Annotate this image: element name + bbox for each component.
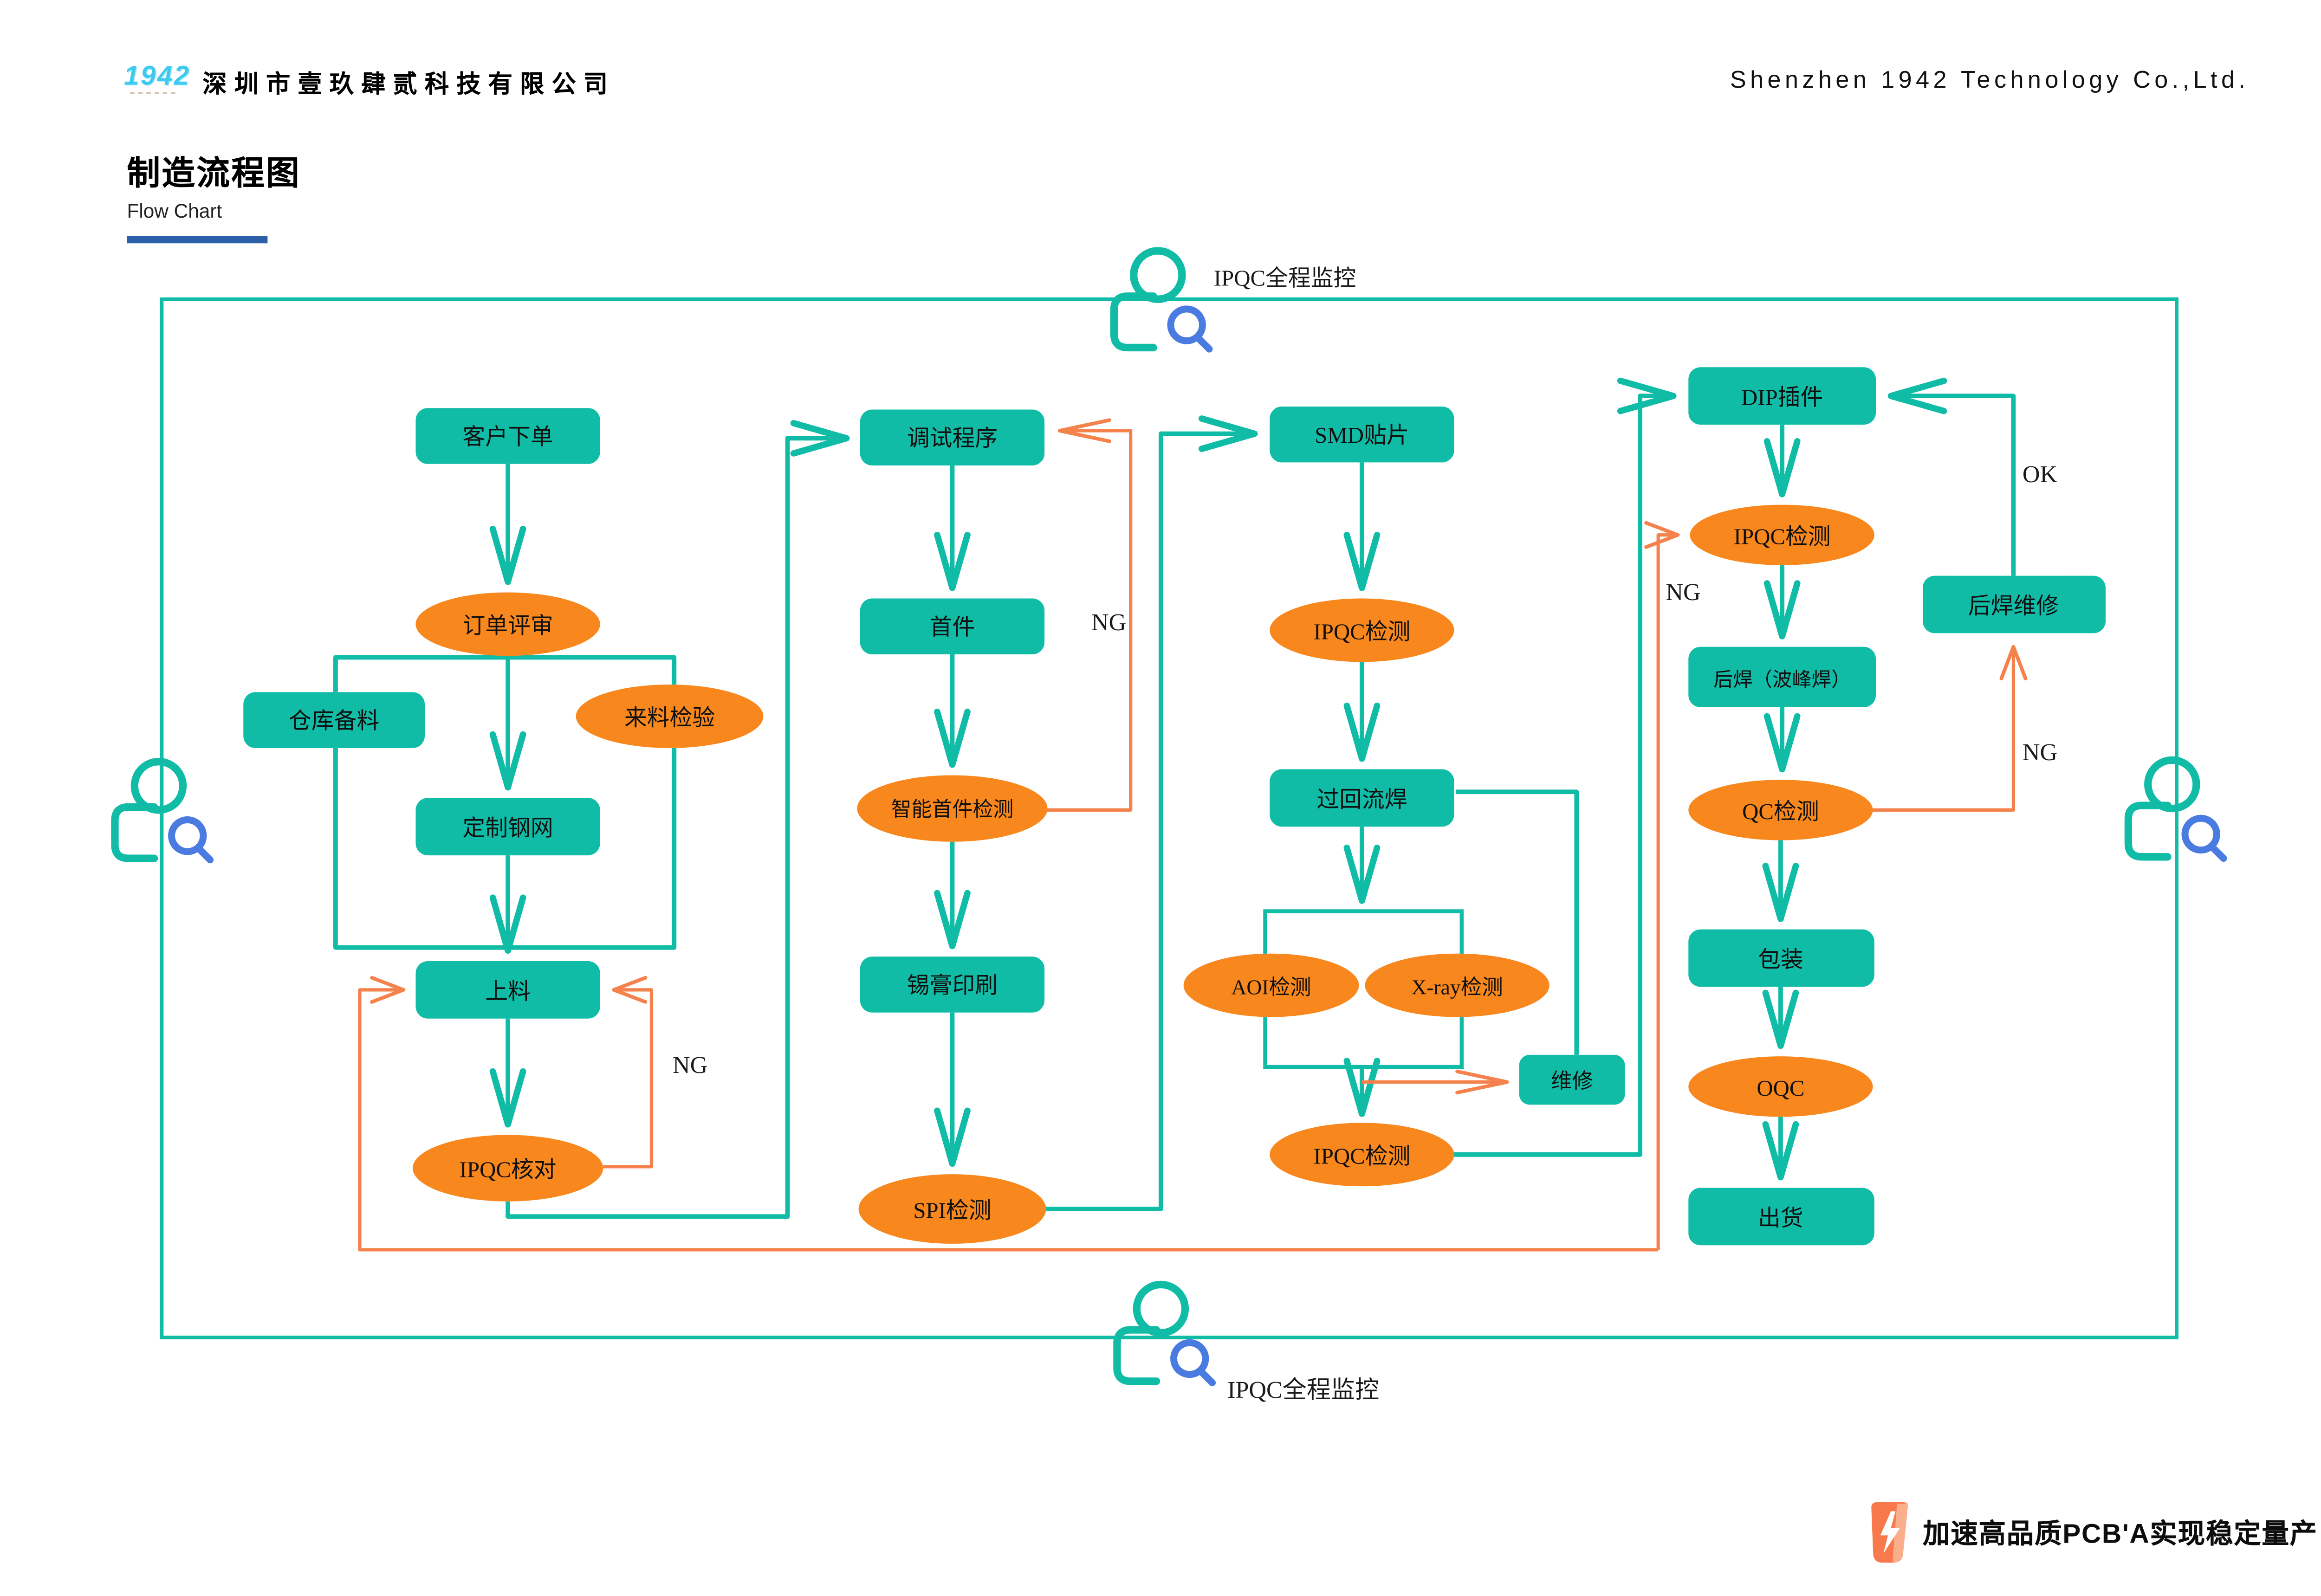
svg-text:SMD贴片: SMD贴片 bbox=[1315, 422, 1409, 448]
node-aoi: AOI检测 bbox=[1183, 953, 1359, 1017]
svg-text:X-ray检测: X-ray检测 bbox=[1411, 976, 1503, 999]
label-ng-first-article: NG bbox=[1091, 609, 1126, 636]
node-first-article: 首件 bbox=[860, 598, 1045, 654]
svg-text:IPQC检测: IPQC检测 bbox=[1313, 619, 1410, 644]
node-loading: 上料 bbox=[415, 961, 600, 1019]
svg-text:客户下单: 客户下单 bbox=[462, 424, 553, 449]
svg-text:DIP插件: DIP插件 bbox=[1741, 385, 1823, 410]
edge-ng-long-ipqcdip bbox=[1644, 521, 1680, 1250]
node-wave-solder: 后焊（波峰焊） bbox=[1688, 646, 1876, 707]
svg-text:首件: 首件 bbox=[930, 614, 975, 640]
logo-1942: 1942 bbox=[124, 60, 191, 91]
bolt-badge-icon bbox=[1871, 1502, 1909, 1563]
svg-text:智能首件检测: 智能首件检测 bbox=[891, 798, 1014, 821]
node-ipqc-verify: IPQC核对 bbox=[412, 1135, 603, 1202]
node-ipqc-dip: IPQC检测 bbox=[1690, 504, 1874, 565]
ipqc-person-magnifier-icon-bottom bbox=[1117, 1285, 1212, 1383]
node-spi: SPI检测 bbox=[858, 1174, 1046, 1244]
svg-text:OQC: OQC bbox=[1757, 1075, 1804, 1101]
svg-text:上料: 上料 bbox=[485, 978, 531, 1004]
title-underline bbox=[127, 235, 268, 244]
footer-slogan: 加速高品质PCB'A实现稳定量产 bbox=[1923, 1518, 2318, 1549]
svg-text:后焊维修: 后焊维修 bbox=[1968, 593, 2059, 619]
svg-text:包装: 包装 bbox=[1758, 947, 1803, 972]
node-program-debug: 调试程序 bbox=[860, 409, 1045, 465]
svg-text:锡膏印刷: 锡膏印刷 bbox=[907, 972, 998, 998]
edge-repair-reflow bbox=[1455, 789, 1579, 1055]
node-shipping: 出货 bbox=[1688, 1188, 1874, 1246]
node-post-weld-repair: 后焊维修 bbox=[1923, 575, 2106, 633]
edge-ng-qc-rework bbox=[1873, 645, 2028, 812]
label-ng-dip: NG bbox=[1666, 579, 1700, 606]
teal-edges bbox=[333, 377, 2016, 1219]
page-subtitle: Flow Chart bbox=[127, 199, 222, 222]
node-incoming-inspection: 来料检验 bbox=[576, 685, 764, 748]
node-ipqc-post-reflow: IPQC检测 bbox=[1270, 1123, 1454, 1187]
svg-text:出货: 出货 bbox=[1758, 1205, 1803, 1231]
company-name-en: Shenzhen 1942 Technology Co.,Ltd. bbox=[1730, 68, 2250, 94]
node-oqc: OQC bbox=[1688, 1056, 1873, 1117]
orange-edges bbox=[358, 418, 2028, 1252]
node-smd: SMD贴片 bbox=[1270, 406, 1454, 463]
node-warehouse-prep: 仓库备料 bbox=[243, 692, 425, 748]
ipqc-monitor-label-bottom: IPQC全程监控 bbox=[1227, 1377, 1379, 1403]
svg-text:过回流焊: 过回流焊 bbox=[1316, 787, 1407, 812]
company-name-cn: 深圳市壹玖肆贰科技有限公司 bbox=[202, 72, 616, 98]
edge-ipqcverify-debug bbox=[506, 420, 850, 1219]
node-order-review: 订单评审 bbox=[415, 592, 600, 656]
svg-text:调试程序: 调试程序 bbox=[907, 426, 998, 451]
edge-ng-ipqcverify-loading bbox=[603, 976, 654, 1169]
node-solder-paste-printing: 锡膏印刷 bbox=[860, 956, 1045, 1013]
label-ng-loading-loop: NG bbox=[673, 1052, 707, 1079]
node-reflow: 过回流焊 bbox=[1270, 769, 1454, 827]
node-customer-order: 客户下单 bbox=[415, 408, 600, 464]
edge-spi-smd bbox=[1046, 415, 1258, 1211]
node-smart-first-article: 智能首件检测 bbox=[857, 775, 1048, 842]
node-ipqc-smd: IPQC检测 bbox=[1270, 598, 1454, 662]
svg-text:后焊（波峰焊）: 后焊（波峰焊） bbox=[1713, 669, 1851, 691]
edge-review-split bbox=[333, 655, 677, 692]
node-qc: QC检测 bbox=[1688, 780, 1873, 840]
svg-text:来料检验: 来料检验 bbox=[624, 705, 715, 730]
node-dip: DIP插件 bbox=[1688, 367, 1876, 425]
svg-text:AOI检测: AOI检测 bbox=[1231, 976, 1311, 999]
svg-text:IPQC检测: IPQC检测 bbox=[1313, 1143, 1410, 1169]
logo-tagline-divider bbox=[130, 92, 175, 94]
svg-text:IPQC检测: IPQC检测 bbox=[1734, 523, 1831, 549]
node-xray: X-ray检测 bbox=[1365, 953, 1549, 1017]
svg-text:IPQC核对: IPQC核对 bbox=[460, 1157, 557, 1182]
svg-text:QC检测: QC检测 bbox=[1742, 799, 1819, 824]
svg-text:仓库备料: 仓库备料 bbox=[289, 708, 379, 734]
edge-ng-long-loading bbox=[358, 976, 1659, 1252]
node-packing: 包装 bbox=[1688, 929, 1874, 987]
ipqc-monitor-label-top: IPQC全程监控 bbox=[1214, 265, 1356, 291]
footer: 加速高品质PCB'A实现稳定量产 bbox=[1871, 1502, 2318, 1563]
edge-rework-dip-ok bbox=[1887, 377, 2016, 576]
edge-ng-smartcheck-debug bbox=[1046, 418, 1133, 812]
page-title: 制造流程图 bbox=[127, 154, 301, 192]
svg-text:SPI检测: SPI检测 bbox=[913, 1198, 991, 1223]
svg-text:维修: 维修 bbox=[1551, 1069, 1593, 1093]
edge-ipqc-dip bbox=[1454, 377, 1677, 1157]
node-custom-stencil: 定制钢网 bbox=[415, 798, 600, 856]
node-repair: 维修 bbox=[1519, 1054, 1625, 1105]
label-ok-rework: OK bbox=[2023, 461, 2058, 488]
svg-text:订单评审: 订单评审 bbox=[462, 613, 553, 638]
label-ng-qc: NG bbox=[2023, 739, 2057, 766]
svg-text:定制钢网: 定制钢网 bbox=[462, 815, 553, 841]
